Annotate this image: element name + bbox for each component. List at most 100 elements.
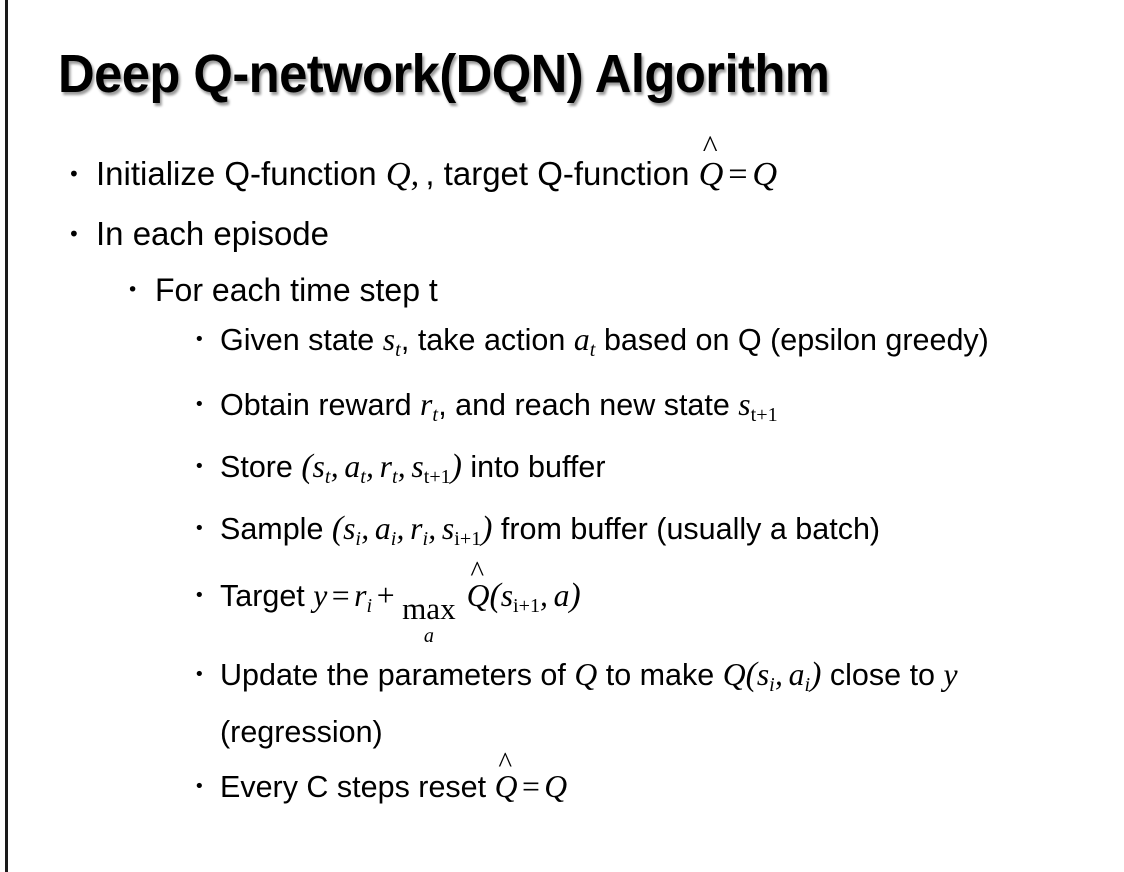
math-comma: , (428, 511, 437, 547)
math-q-base: Q (698, 155, 724, 193)
list-item-reset-target: • Every C steps reset ^Q=Q (0, 748, 1124, 813)
math-y: y (313, 578, 328, 614)
math-a: a (374, 511, 391, 547)
bullet-marker: • (194, 663, 205, 685)
math-s: s (756, 656, 770, 692)
text-run: (regression) (220, 714, 383, 749)
bullet-marker: • (68, 162, 80, 186)
math-q-hat: ^Q (698, 131, 724, 204)
list-item-initialize: • Initialize Q-function Q,, target Q-fun… (0, 131, 1124, 204)
math-comma: , (410, 155, 420, 193)
math-lparen: ( (331, 510, 344, 548)
list-item-update-parameters: • Update the parameters of Q to make Q(s… (0, 651, 1124, 756)
text-run: , take action (400, 323, 574, 357)
list-item-given-state: • Given state st, take action at based o… (0, 316, 1124, 374)
math-lparen: ( (489, 577, 501, 615)
math-subscript-t: t (360, 466, 366, 489)
text-run: , and reach new state (438, 388, 739, 423)
text-run: Store (220, 450, 302, 485)
text-run: Update the parameters of (220, 657, 575, 692)
math-q: Q (752, 155, 778, 193)
math-subscript-i-plus-1: i+1 (454, 528, 482, 551)
math-subscript-i: i (390, 528, 397, 551)
math-subscript-i: i (355, 528, 362, 551)
list-item-store-buffer: • Store (st,at,rt,st+1) into buffer (0, 441, 1124, 503)
list-item-text: Obtain reward rt, and reach new state st… (220, 379, 1124, 441)
math-a: a (553, 578, 570, 614)
math-comma: , (540, 578, 548, 614)
math-subscript-t: t (432, 404, 439, 427)
math-a: a (573, 322, 590, 357)
bullet-marker: • (127, 279, 139, 301)
list-item-in-each-episode: • In each episode (0, 204, 1124, 264)
text-run: Initialize Q-function (96, 155, 386, 192)
list-item-sample-buffer: • Sample (si,ai,ri,si+1) from buffer (us… (0, 503, 1124, 565)
bullet-marker: • (194, 585, 205, 607)
math-s: s (411, 449, 424, 485)
math-q: Q (574, 656, 598, 692)
math-subscript-t: t (395, 339, 401, 362)
list-item-obtain-reward: • Obtain reward rt, and reach new state … (0, 379, 1124, 441)
math-comma: , (397, 449, 406, 485)
bullet-marker: • (68, 222, 80, 246)
math-q-base: Q (466, 578, 490, 614)
math-plus: + (376, 578, 395, 614)
math-max-label: max (402, 590, 456, 626)
math-comma: , (365, 449, 374, 485)
math-subscript-t-plus-1: t+1 (423, 466, 451, 489)
text-run: Sample (220, 512, 332, 547)
math-comma: , (396, 511, 405, 547)
list-item-text: Store (st,at,rt,st+1) into buffer (220, 441, 1124, 503)
text-run: Obtain reward (220, 388, 421, 423)
text-run: Given state (220, 323, 383, 357)
bullet-marker: • (194, 394, 205, 416)
math-equals: = (728, 155, 748, 193)
math-q: Q (544, 768, 568, 804)
math-lparen: ( (745, 655, 757, 693)
math-q-hat: ^Q (494, 748, 518, 812)
math-r: r (420, 387, 433, 423)
list-item-text: In each episode (96, 215, 330, 252)
bullet-list: • Initialize Q-function Q,, target Q-fun… (0, 131, 1124, 813)
math-q-base: Q (494, 768, 518, 804)
math-r: r (410, 511, 423, 547)
math-comma: , (330, 449, 339, 485)
math-a: a (788, 656, 805, 692)
list-item-text: Given state st, take action at based on … (220, 316, 1124, 374)
math-comma: , (361, 511, 370, 547)
bullet-marker: • (194, 775, 205, 797)
math-s: s (441, 511, 455, 547)
math-rparen: ) (450, 448, 462, 486)
math-subscript-i: i (366, 595, 373, 618)
math-subscript-t: t (391, 466, 398, 489)
math-equals: = (521, 768, 540, 804)
math-subscript-i: i (769, 673, 775, 696)
math-r: r (354, 578, 367, 614)
text-run: based on Q (epsilon greedy) (595, 323, 989, 357)
math-equals: = (331, 578, 350, 614)
list-item-text: Every C steps reset ^Q=Q (220, 748, 1124, 813)
text-run: Every C steps reset (220, 769, 495, 804)
list-item-text: Update the parameters of Q to make Q(si,… (220, 651, 1124, 756)
list-item-for-each-time-step: • For each time step t (0, 264, 1124, 316)
math-s: s (500, 578, 514, 614)
math-a: a (344, 449, 361, 485)
text-run: to make (597, 657, 723, 692)
math-max-limit: a (423, 624, 434, 647)
math-q-hat: ^Q (466, 558, 490, 621)
math-subscript-i: i (422, 528, 429, 551)
math-rparen: ) (569, 577, 581, 615)
math-rparen: ) (810, 655, 822, 693)
text-run: into buffer (461, 450, 606, 485)
math-q: Q (722, 656, 746, 692)
math-comma: , (774, 656, 783, 692)
math-s: s (343, 511, 356, 547)
math-subscript-t-plus-1: t+1 (750, 404, 778, 427)
math-subscript-i: i (804, 673, 811, 696)
math-y: y (943, 656, 958, 692)
bullet-marker: • (194, 456, 205, 478)
math-rparen: ) (481, 510, 493, 548)
